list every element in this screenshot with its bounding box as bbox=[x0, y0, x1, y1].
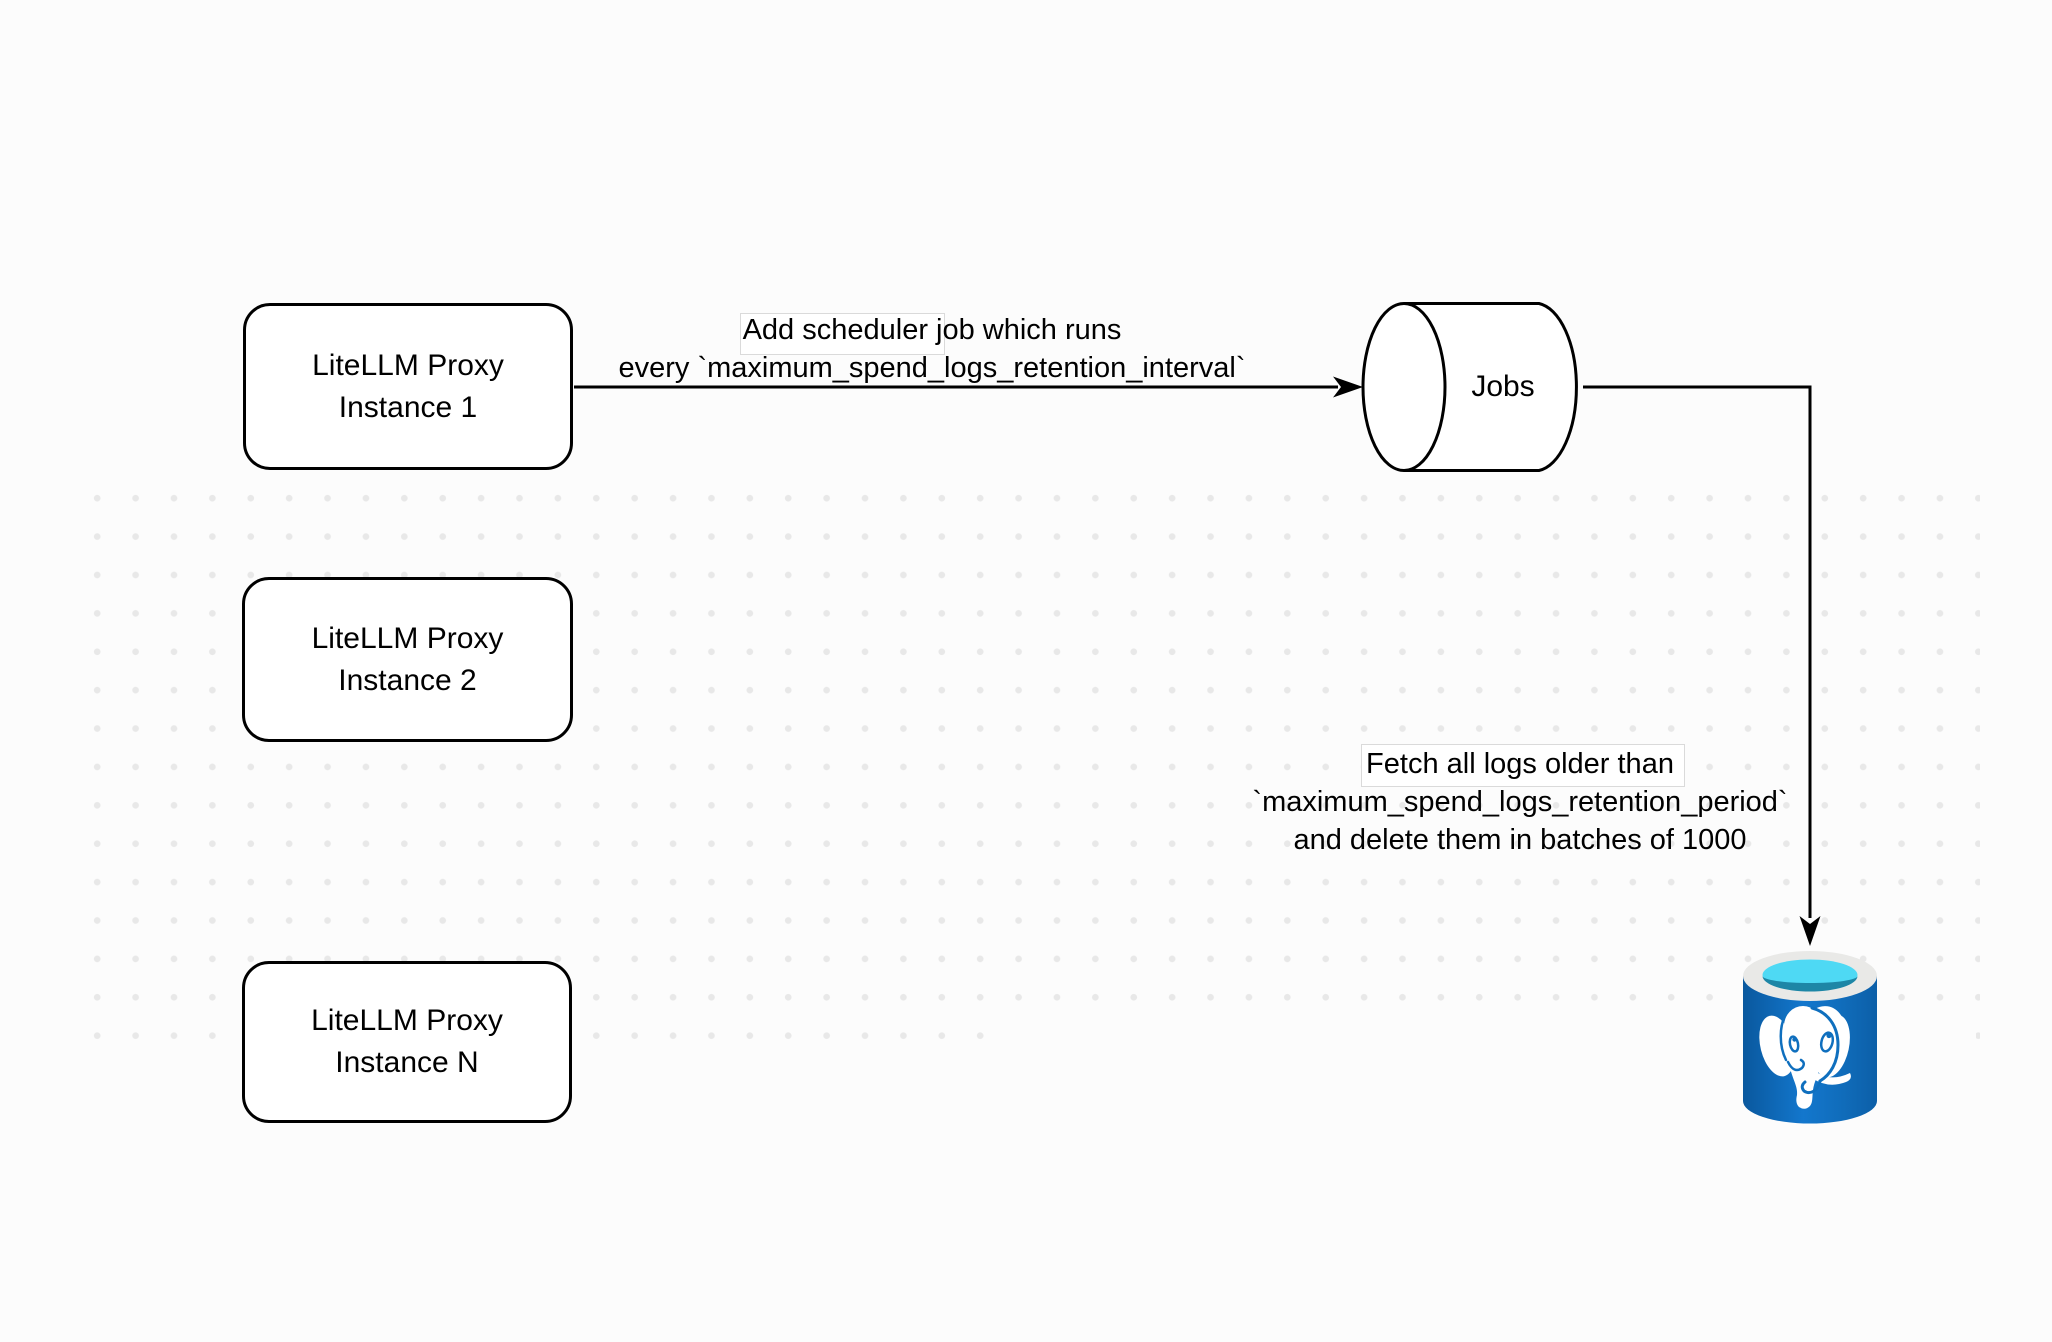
node-label-line: LiteLLM Proxy bbox=[311, 1004, 503, 1037]
node-label-jobs: Jobs bbox=[1471, 370, 1535, 403]
node-litellm-proxy-instance-n: LiteLLM Proxy Instance N bbox=[242, 961, 572, 1123]
edge-label-background bbox=[740, 313, 945, 355]
edge-label-background bbox=[1361, 744, 1685, 787]
arrowhead-right-icon bbox=[1333, 376, 1363, 398]
postgres-elephant-eyes bbox=[1788, 1031, 1835, 1053]
node-label-line: Instance 2 bbox=[338, 663, 477, 697]
node-litellm-proxy-instance-2: LiteLLM Proxy Instance 2 bbox=[242, 577, 573, 742]
postgresql-database-icon bbox=[1743, 951, 1877, 1124]
edge-label-line: and delete them in batches of 1000 bbox=[1293, 824, 1747, 856]
edge-label-line: Fetch all logs older than bbox=[1366, 748, 1674, 780]
postgres-elephant-detail bbox=[1779, 1006, 1840, 1095]
edge-scheduler-arrow bbox=[574, 376, 1363, 398]
jobs-queue-cylinder-icon bbox=[1361, 302, 1578, 472]
edge-fetch-arrow bbox=[1583, 385, 1821, 946]
node-label-line: Instance 1 bbox=[338, 390, 478, 424]
edge-label-fetch-delete: Fetch all logs older than `maximum_spend… bbox=[1120, 745, 1920, 859]
edge-label-line: `maximum_spend_logs_retention_period` bbox=[1252, 786, 1788, 818]
edge-label-scheduler: Add scheduler job which runs every `maxi… bbox=[532, 311, 1332, 387]
edge-label-line: every `maximum_spend_logs_retention_inte… bbox=[618, 352, 1246, 384]
node-label-line: LiteLLM Proxy bbox=[311, 621, 504, 655]
arrowhead-down-icon bbox=[1799, 916, 1821, 946]
node-label-line: LiteLLM Proxy bbox=[312, 348, 504, 382]
node-label-line: Instance N bbox=[335, 1046, 479, 1079]
pg-cylinder-inner-shadow bbox=[1762, 976, 1858, 992]
node-litellm-proxy-instance-1: LiteLLM Proxy Instance 1 bbox=[243, 303, 573, 470]
edge-label-line: Add scheduler job which runs bbox=[742, 314, 1122, 346]
